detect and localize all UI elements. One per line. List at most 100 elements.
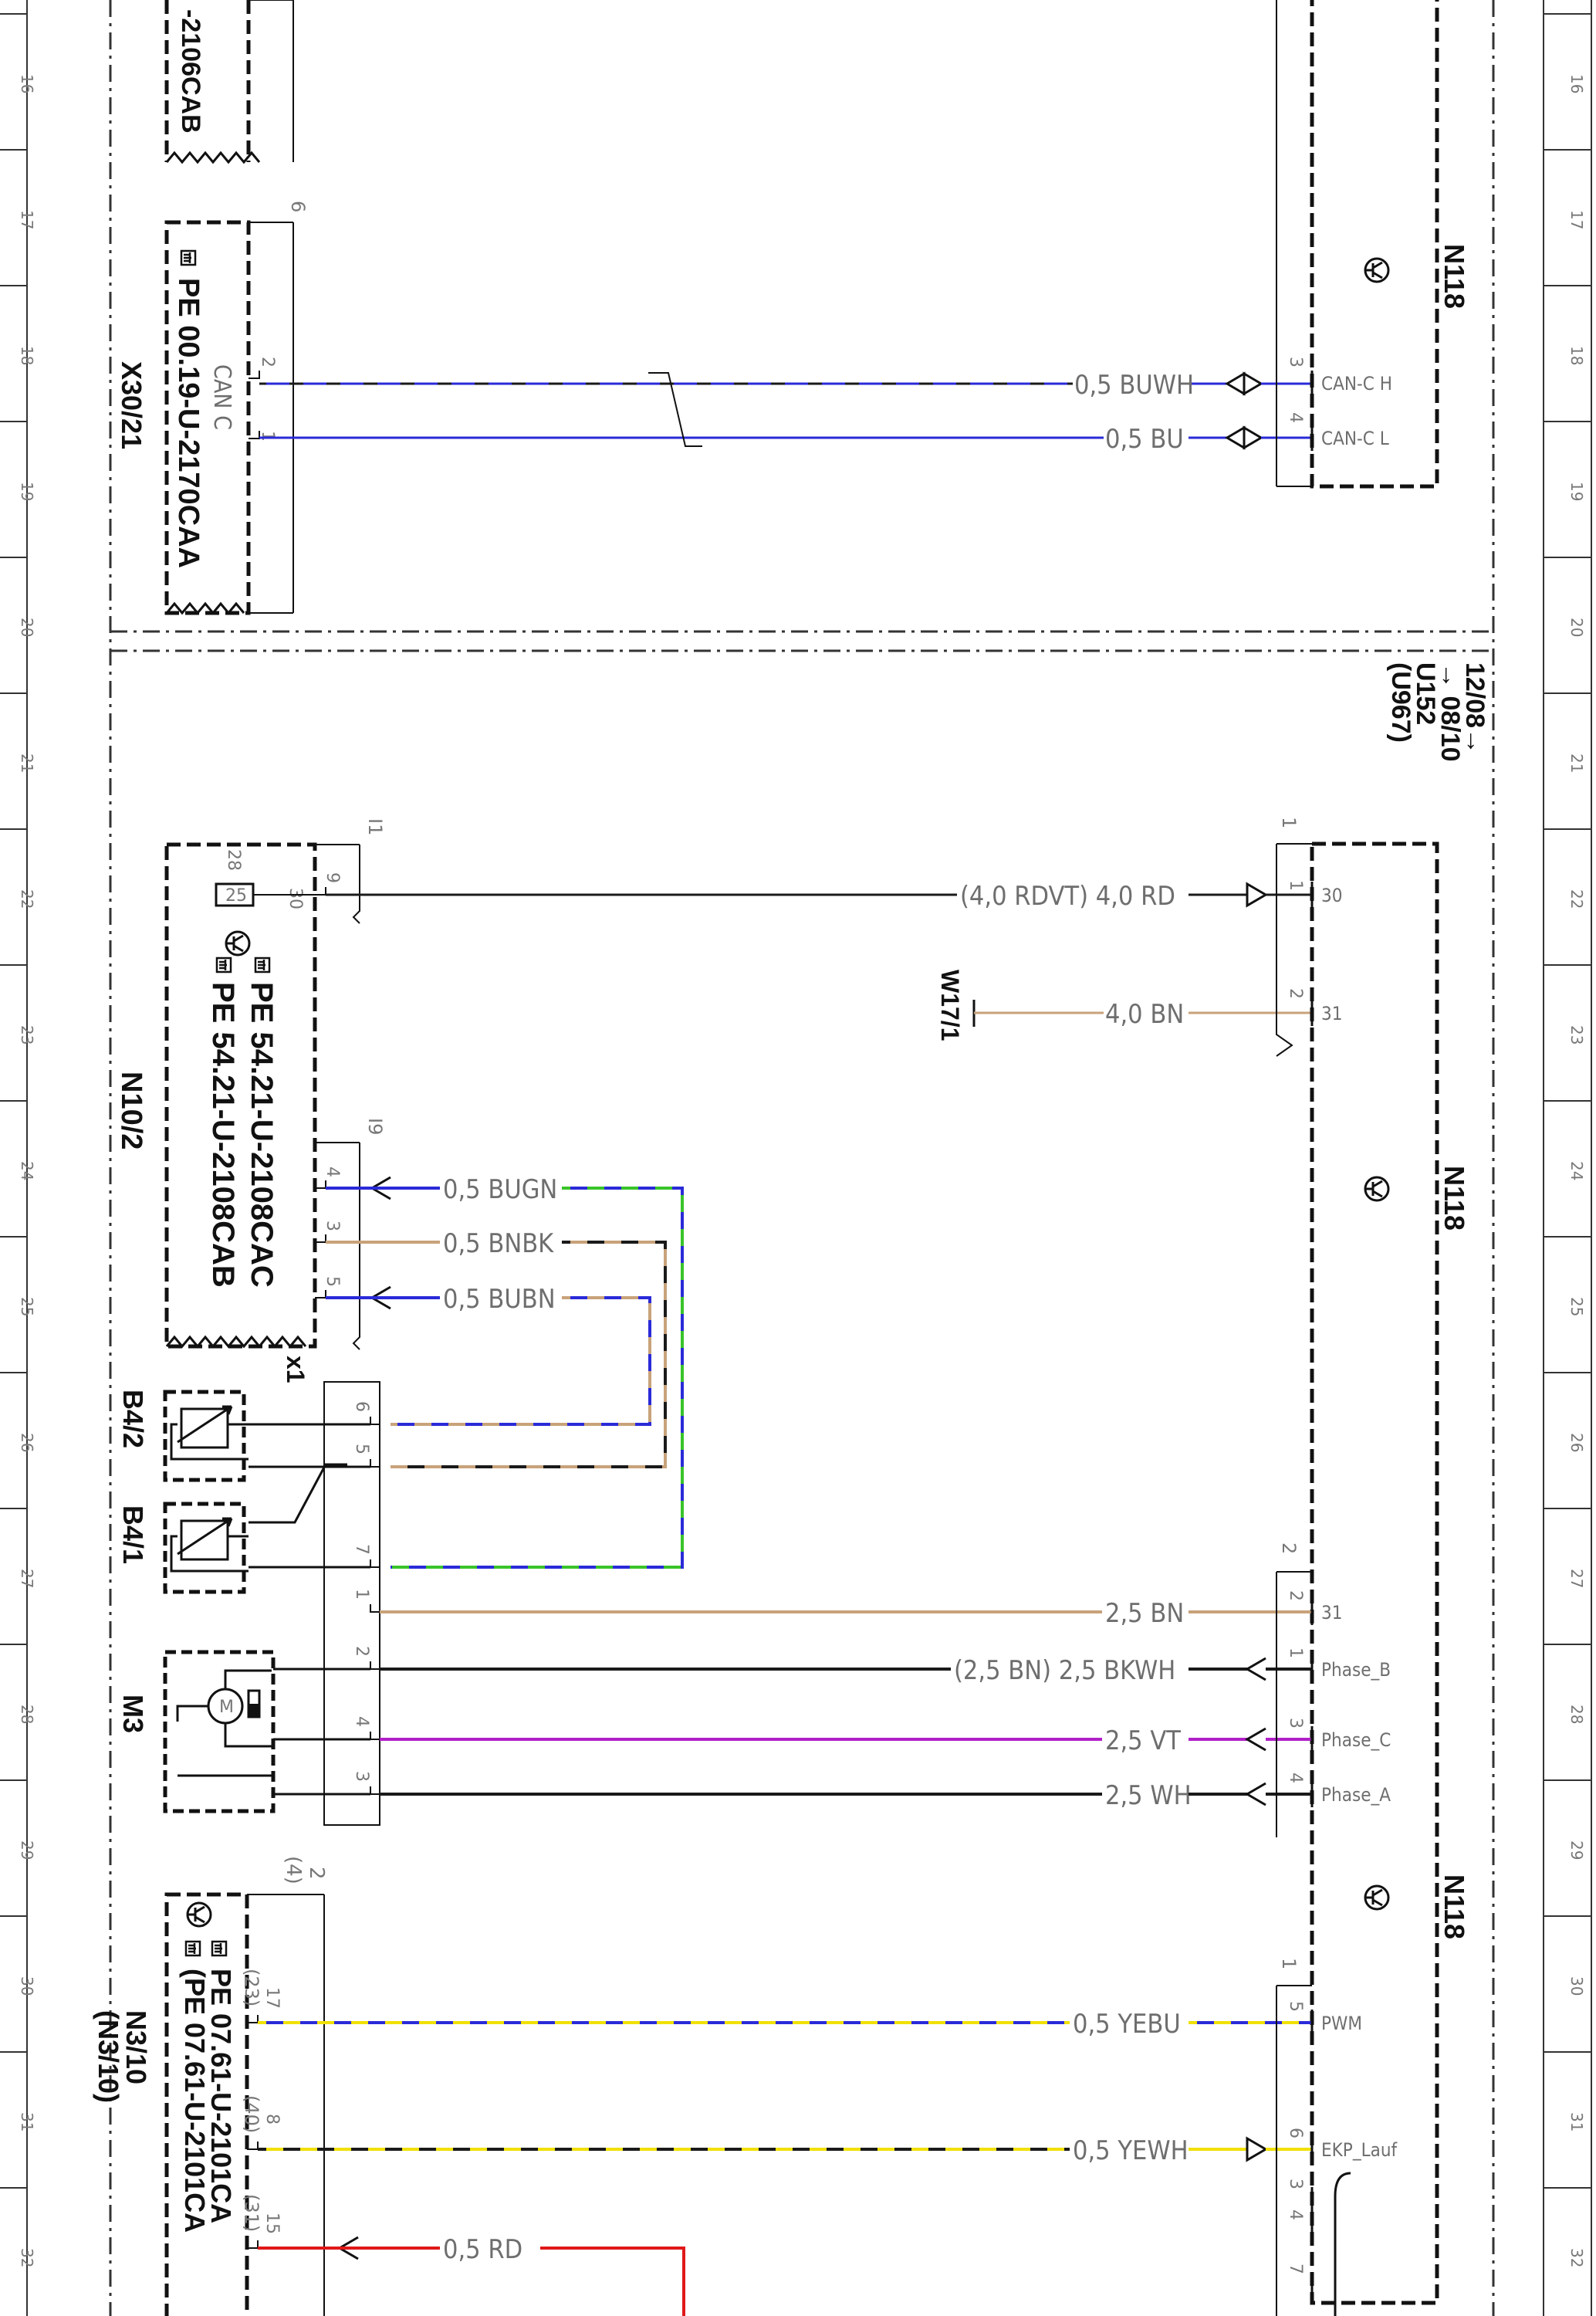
x1-connector [323, 1381, 380, 1826]
n118-bottom-pin-3: 3 [1286, 2179, 1305, 2189]
x1-pin-terminal [370, 1604, 380, 1613]
x1-pin-terminal [370, 1417, 380, 1425]
top-section: -2106CAB 6 PE 00.19-U-2170CAA X30/21 CAN… [116, 0, 1470, 615]
n3-label-alt: (N3/10) [93, 2010, 124, 2103]
ruler-number-right: 24 [1567, 1161, 1586, 1180]
ruler-number-left: 25 [18, 1297, 36, 1316]
fuse-terminal: 30 [286, 888, 305, 909]
n3-pin-17: 17 [262, 1987, 282, 2009]
n3-pin-15: 15 [262, 2213, 282, 2234]
ruler-number-left: 30 [18, 1976, 36, 1996]
ruler-number-right: 25 [1567, 1297, 1586, 1316]
x1-pin-2: 2 [352, 1646, 371, 1657]
n118-top-box [1310, 0, 1439, 489]
n10-module-box [164, 842, 317, 1349]
n3-label: N3/10 [120, 2010, 152, 2084]
wire-motor-label-1: (2,5 BN) 2,5 BKWH [954, 1655, 1175, 1686]
arrow-connector-icon [1246, 2136, 1268, 2162]
ruler-number-left: 27 [18, 1569, 36, 1588]
ruler-number-left: 18 [18, 346, 36, 365]
x1-pin-7: 7 [352, 1544, 371, 1555]
n118-bottom-signal-0: PWM [1321, 2013, 1362, 2034]
n10-doc-ref-2: PE 54.21-U-2108CAC [245, 982, 279, 1288]
x1-pin-terminal [370, 1559, 380, 1568]
n118-pin-low: 4 [1286, 412, 1305, 423]
ruler-number-right: 17 [1567, 210, 1586, 229]
transistor-icon [186, 1901, 212, 1928]
wire-yebu-label: 0,5 YEBU [1073, 2009, 1181, 2040]
wire-bubn-out [391, 1296, 651, 1426]
x30-pin-high: 2 [258, 357, 277, 367]
ruler-number-left: 17 [18, 210, 36, 229]
ruler-number-left: 31 [18, 2112, 36, 2131]
m3-box [163, 1650, 276, 1813]
n10-pin-5: 5 [323, 1276, 342, 1287]
x30-doc-ref: PE 00.19-U-2170CAA [172, 278, 205, 568]
n118-section-1: 1 [1278, 817, 1300, 828]
ruler-number-right: 18 [1567, 346, 1586, 365]
x30-prev-ref: -2106CAB [176, 9, 205, 134]
wire-motor-label-2: 2,5 VT [1105, 1725, 1181, 1756]
n118-ground-pin: 2 [1286, 988, 1305, 999]
n118-bottom-pin-6: 6 [1286, 2128, 1305, 2138]
date-note-line4: (U967) [1386, 662, 1415, 743]
zone-borders [109, 0, 1495, 2316]
n118-motor-signal-3: Phase_A [1321, 1784, 1391, 1806]
transistor-icon [1364, 257, 1390, 283]
ruler-number-left: 22 [18, 889, 36, 909]
motor-symbol: M [219, 1698, 234, 1717]
x1-pin-6: 6 [352, 1401, 371, 1412]
x1-pin-terminal [370, 1459, 380, 1468]
wire-break-marker [648, 372, 702, 447]
power-pin: 9 [323, 872, 342, 883]
x30-section: 6 [287, 201, 309, 212]
n118-label-bottom: N118 [1439, 1874, 1470, 1939]
x1-pin-terminal [370, 1786, 380, 1795]
hand-pointer-icon [211, 1940, 228, 1957]
x1-pin-4: 4 [352, 1716, 371, 1727]
wire-bubn-label: 0,5 BUBN [443, 1284, 556, 1315]
n118-signal-low: CAN-C L [1321, 428, 1389, 449]
ruler-number-right: 20 [1567, 618, 1586, 637]
n118-section-3: 1 [1278, 1958, 1300, 1969]
ruler-number-left: 29 [18, 1840, 36, 1860]
wire-bugn-out-stripe [391, 1187, 684, 1569]
hand-pointer-icon [184, 1940, 201, 1957]
x30-connector-id: X30/21 [116, 361, 147, 449]
date-note-line2: → 08/10 [1435, 662, 1465, 762]
n118-ground-terminal: 31 [1321, 1003, 1342, 1024]
bottom-section: (PE 07.61-U-2101CA PE 07.61-U-2101CA N3/… [93, 1856, 1470, 2316]
b41-box [163, 1502, 246, 1594]
date-note: 12/08→ → 08/10 U152 (U967) [1386, 662, 1489, 762]
n3-doc-ref-2: (PE 07.61-U-2101CA [179, 1969, 211, 2233]
arrow-connector-icon [1225, 371, 1263, 450]
x1-pin-terminal [370, 1661, 380, 1670]
n118-main-box [1310, 841, 1439, 2305]
potentiometer-icon [170, 1405, 249, 1461]
ruler-number-right: 16 [1567, 74, 1586, 93]
wire-ground-label: 4,0 BN [1105, 999, 1184, 1030]
n3-section-alt: (4) [282, 1856, 305, 1884]
page-ruler [26, 0, 1592, 2316]
n118-pin-high: 3 [1286, 357, 1305, 367]
arrow-connector-icon [1245, 1727, 1266, 1752]
x1-pin-5: 5 [352, 1444, 371, 1454]
x1-pin-3: 3 [352, 1771, 371, 1782]
n10-section-1: I1 [364, 818, 386, 835]
x30-group-label: CAN C [208, 364, 235, 430]
n118-motor-signal-0: 31 [1321, 1602, 1342, 1624]
wire-bubn-out-stripe [391, 1296, 651, 1426]
fuse-number: 25 [225, 886, 247, 906]
n118-bottom-signal-1: EKP_Lauf [1321, 2139, 1398, 2161]
ruler-number-right: 31 [1567, 2112, 1586, 2131]
wire-bnbk-out-stripe [391, 1241, 667, 1468]
ruler-number-right: 26 [1567, 1433, 1586, 1452]
transistor-icon [225, 930, 251, 957]
wire-rd-out [540, 2247, 685, 2316]
n118-section-2: 2 [1278, 1542, 1300, 1554]
x1-pin-terminal [370, 1732, 380, 1740]
wire-motor-label-3: 2,5 WH [1105, 1780, 1192, 1811]
b42-box [163, 1390, 246, 1482]
